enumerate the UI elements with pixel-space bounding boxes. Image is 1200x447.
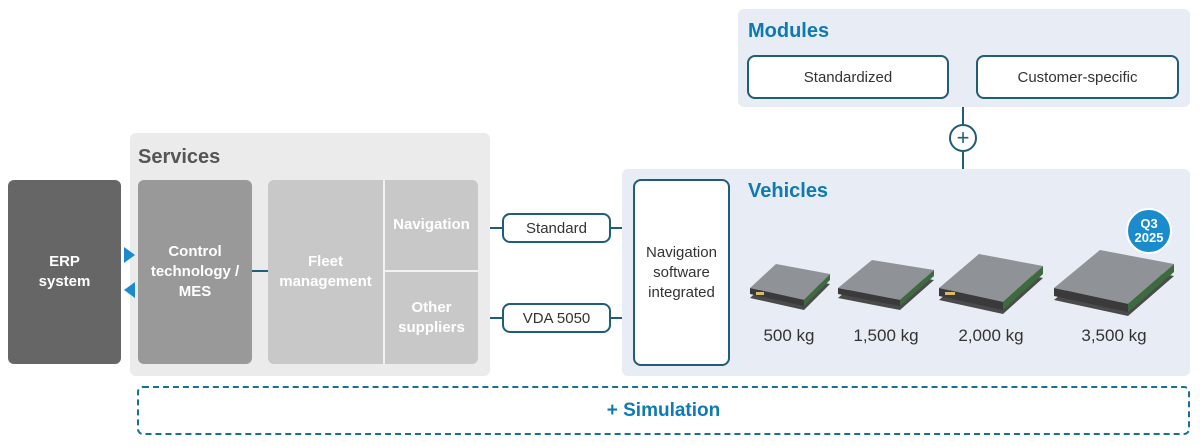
arrow-right-icon [124,247,135,263]
vehicles-title: Vehicles [748,180,829,202]
vehicle-2000kg[interactable] [937,238,1045,316]
release-badge: Q3 2025 [1126,208,1172,254]
badge-line2: 2025 [1134,230,1164,245]
connector-line [490,317,502,319]
vehicle-label: 3,500 kg [1081,326,1147,345]
vehicle-1500kg[interactable] [836,244,936,314]
connector-line [962,107,964,125]
modules-title: Modules [748,20,830,42]
connector-line [252,270,268,272]
divider [383,180,385,364]
fleet-group [268,180,478,364]
connector-line [490,227,502,229]
control-technology-box[interactable]: Control technology / MES [138,180,252,364]
interface-standard[interactable]: Standard [502,213,611,243]
vehicle-label: 500 kg [763,326,815,345]
badge-line1: Q3 [1140,216,1158,231]
interface-vda5050[interactable]: VDA 5050 [502,303,611,333]
plus-circle-icon: + [949,124,977,152]
simulation-label: + Simulation [606,399,721,421]
vehicle-500kg[interactable] [746,250,832,314]
other-suppliers-box[interactable]: Other suppliers [398,299,465,336]
simulation-box[interactable]: + Simulation [137,386,1190,435]
vehicle-3500kg[interactable] [1052,232,1176,318]
services-title: Services [138,146,221,168]
erp-system-box[interactable]: ERP system [8,180,121,364]
fleet-management-box[interactable]: Fleet management [279,253,372,290]
divider [385,270,478,272]
vehicle-label: 1,500 kg [853,326,919,345]
arrow-left-icon [124,282,135,298]
navigation-box[interactable]: Navigation [393,216,470,233]
vehicle-label: 2,000 kg [958,326,1024,345]
module-standardized[interactable]: Standardized [747,55,949,99]
module-customer-specific[interactable]: Customer-specific [976,55,1179,99]
navigation-software-box[interactable]: Navigation software integrated [633,179,730,366]
connector-line [962,152,964,169]
